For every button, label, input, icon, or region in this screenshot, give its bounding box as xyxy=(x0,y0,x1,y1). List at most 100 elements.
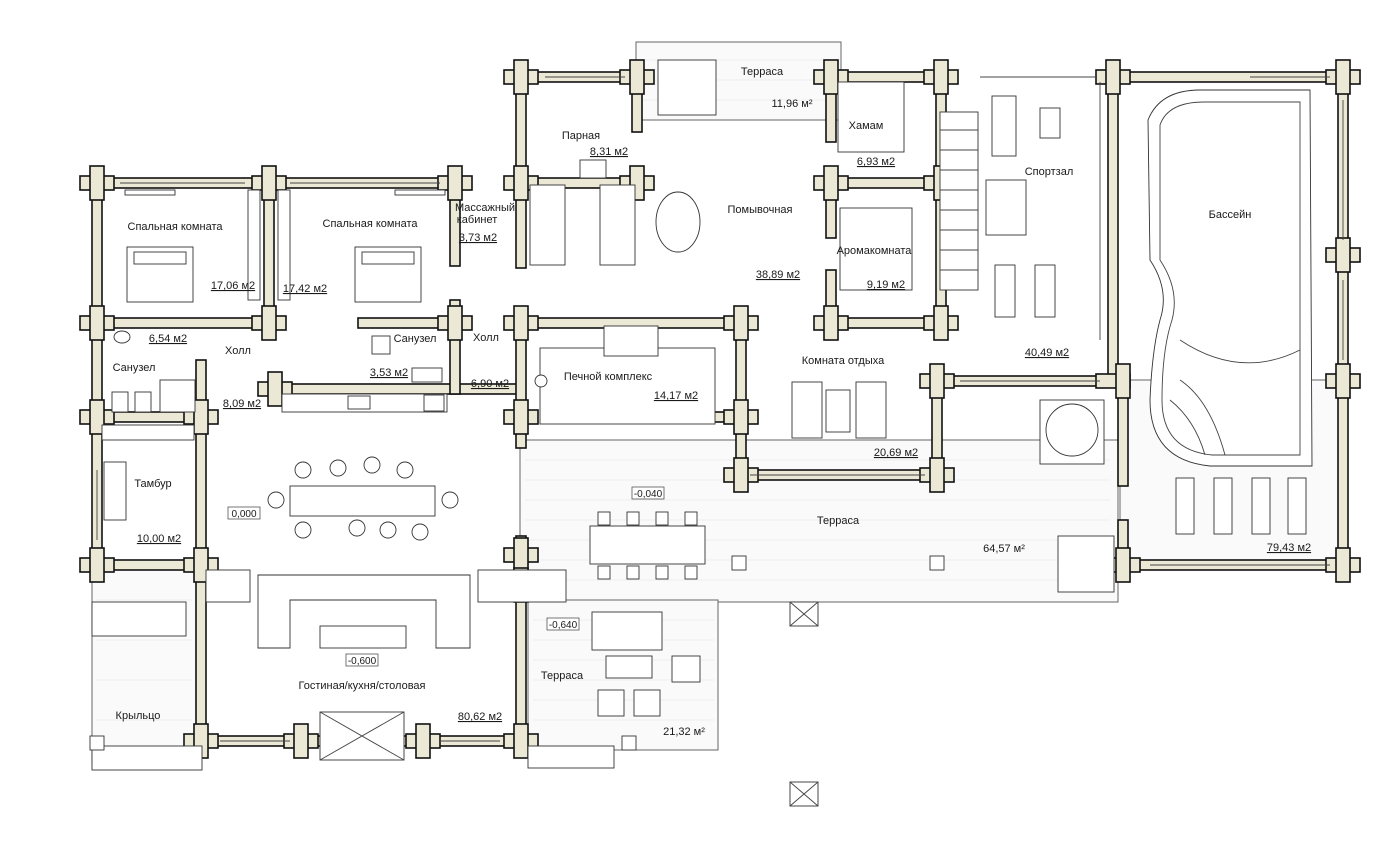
bath-mid-name: Санузел xyxy=(394,333,437,345)
sink-icon xyxy=(411,367,443,383)
bedroom2-area: 17,42 м2 xyxy=(283,283,327,295)
steps-icon xyxy=(91,601,187,637)
lounger-icon xyxy=(994,264,1016,318)
cooktop-icon xyxy=(423,394,445,412)
log-joints xyxy=(79,59,1361,759)
corner-sofa-icon xyxy=(257,574,471,649)
bath-left-area: 6,54 м2 xyxy=(149,333,187,345)
toilet-icon xyxy=(111,391,129,413)
staircase-icon xyxy=(939,111,979,291)
washroom-area: 38,89 м2 xyxy=(756,269,800,281)
room-labels: Спальная комната 17,06 м2 Спальная комна… xyxy=(113,66,1312,738)
hall-left-name: Холл xyxy=(225,345,251,357)
armchair-icon xyxy=(855,381,887,439)
lounge-area: 20,69 м2 xyxy=(874,447,918,459)
armchair-icon xyxy=(597,689,625,717)
massage-name-line2: кабинет xyxy=(457,214,497,226)
hammam-area: 6,93 м2 xyxy=(857,156,895,168)
level-terrace-small: -0,640 xyxy=(549,620,578,631)
bath-left-name: Санузел xyxy=(113,362,156,374)
windows xyxy=(96,76,1344,742)
stove-complex-icon xyxy=(539,347,716,425)
living-name: Гостиная/кухня/столовая xyxy=(299,680,426,692)
lounge-name: Комната отдыха xyxy=(802,355,885,367)
wardrobe-icon xyxy=(277,189,291,301)
terrace-small-area: 21,32 м² xyxy=(663,726,705,738)
steps-icon xyxy=(477,569,567,603)
level-terrace-big: -0,040 xyxy=(634,489,663,500)
hammam-bench-icon xyxy=(837,81,905,153)
hall-mid-name: Холл xyxy=(473,332,499,344)
toilet-icon xyxy=(371,335,391,355)
hall-left-area: 8,09 м2 xyxy=(223,398,261,410)
steps-icon xyxy=(527,745,615,769)
hammam-name: Хамам xyxy=(849,120,884,132)
living-area: 80,62 м2 xyxy=(458,711,502,723)
pool-basin-icon xyxy=(1147,89,1313,467)
sauna-stove-icon xyxy=(579,159,607,179)
terrace-big-name: Терраса xyxy=(817,515,860,527)
steps-icon xyxy=(1057,535,1115,593)
massage-name-line1: Массажный xyxy=(455,202,515,214)
porch-name: Крыльцо xyxy=(116,710,161,722)
sunbed-icon xyxy=(1175,477,1195,535)
post-icon xyxy=(621,735,637,751)
coffee-table-icon xyxy=(825,389,851,433)
post-icon xyxy=(731,555,747,571)
aroma-bench-icon xyxy=(839,207,913,291)
bedroom2-name: Спальная комната xyxy=(323,218,419,230)
bench-icon xyxy=(103,461,127,521)
terrace-table-icon xyxy=(589,525,706,565)
terrace-small-name: Терраса xyxy=(541,670,584,682)
exercise-bike-icon xyxy=(1039,107,1061,139)
dining-table-icon xyxy=(289,485,436,517)
post-icon xyxy=(89,735,105,751)
bidet-icon xyxy=(134,391,152,413)
sink-icon xyxy=(347,395,371,410)
sink-icon xyxy=(113,330,131,344)
porch-deck xyxy=(91,569,198,766)
treadmill-icon xyxy=(991,95,1017,157)
big-terrace-deck xyxy=(519,439,1119,603)
shower-icon xyxy=(159,379,196,413)
stove-name: Печной комплекс xyxy=(564,371,653,383)
hall-mid-area: 6,90 м2 xyxy=(471,378,509,390)
gym-area: 40,49 м2 xyxy=(1025,347,1069,359)
bedroom1-area: 17,06 м2 xyxy=(211,280,255,292)
level-marks: 0,000 -0,040 -0,640 -0,600 xyxy=(227,486,665,667)
coffee-table-icon xyxy=(319,625,407,649)
shower-cabin-icon xyxy=(529,184,566,266)
wardrobe-icon xyxy=(247,189,261,301)
sofa-icon xyxy=(591,611,663,651)
armchair-icon xyxy=(791,381,823,439)
sunbed-icon xyxy=(1251,477,1271,535)
weight-machine-icon xyxy=(985,179,1027,236)
level-main: 0,000 xyxy=(231,509,256,520)
steps-icon xyxy=(91,745,203,771)
aroma-name: Аромакомната xyxy=(837,245,913,257)
vestibule-area: 10,00 м2 xyxy=(137,533,181,545)
pool-area: 79,43 м2 xyxy=(1267,542,1311,554)
terrace-big-area: 64,57 м² xyxy=(983,543,1025,555)
terrace-top-name: Терраса xyxy=(741,66,784,78)
gym-name: Спортзал xyxy=(1025,166,1074,178)
steam-name: Парная xyxy=(562,130,600,142)
bedroom1-name: Спальная комната xyxy=(128,221,224,233)
post-icon xyxy=(929,555,945,571)
lounger-icon xyxy=(1034,264,1056,318)
shower-cabin-icon xyxy=(599,184,636,266)
terrace-top-area: 11,96 м² xyxy=(772,98,813,110)
armchair-icon xyxy=(671,655,701,683)
sunbed-icon xyxy=(1287,477,1307,535)
massage-area: 3,73 м2 xyxy=(459,232,497,244)
steps-icon xyxy=(205,569,251,603)
steam-area: 8,31 м2 xyxy=(590,146,628,158)
pool-name: Бассейн xyxy=(1209,209,1252,221)
bath-mid-area: 3,53 м2 xyxy=(370,367,408,379)
wardrobe-icon xyxy=(101,424,195,441)
stove-area: 14,17 м2 xyxy=(654,390,698,402)
level-living: -0,600 xyxy=(348,656,377,667)
coffee-table-icon xyxy=(605,655,653,679)
vestibule-name: Тамбур xyxy=(134,478,171,490)
